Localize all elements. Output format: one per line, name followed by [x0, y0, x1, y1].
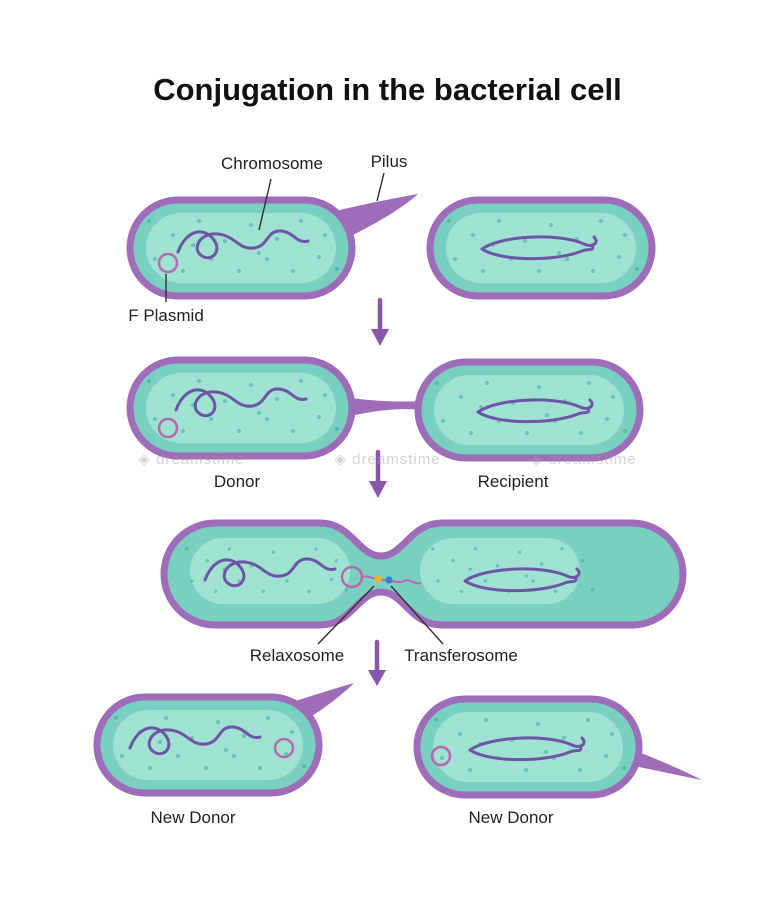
pilus-shape [332, 194, 418, 244]
f-plasmid-circle [157, 417, 179, 439]
chromosome-leader-line [258, 178, 272, 231]
pilus-leader-line [376, 172, 385, 202]
chromosome-label: Chromosome [220, 154, 324, 173]
f-plasmid-label: F Plasmid [128, 306, 204, 325]
transferosome-leader-line [390, 585, 444, 645]
plasmid-strand [361, 575, 422, 585]
f-plasmid-circle [273, 737, 295, 759]
new-donor-left-label: New Donor [150, 808, 236, 827]
relaxosome-dot [374, 575, 382, 583]
page-title: Conjugation in the bacterial cell [153, 72, 622, 107]
stage-2 [130, 360, 640, 458]
stage-1 [130, 172, 652, 302]
f-plasmid-circle [157, 252, 179, 274]
transferosome-label: Transferosome [404, 646, 518, 665]
relaxosome-leader-line [317, 585, 375, 645]
transferosome-dot [385, 576, 393, 584]
donor-cell-body [130, 200, 352, 296]
pilus-label: Pilus [370, 152, 408, 171]
pilus-bridge-shape [350, 398, 427, 416]
stage-3 [160, 519, 687, 645]
down-arrow-3 [368, 639, 386, 686]
f-plasmid-circle [430, 745, 452, 767]
stage-4 [97, 683, 702, 795]
recipient-label: Recipient [477, 472, 549, 491]
new-donor-right-label: New Donor [468, 808, 554, 827]
recipient-cell-body [430, 200, 652, 296]
fused-left-inner [190, 538, 350, 604]
new-donor-right-cell-body [417, 699, 639, 795]
recipient-cell-body [418, 362, 640, 458]
donor-label: Donor [213, 472, 261, 491]
down-arrow-2 [369, 449, 387, 498]
pilus-shape [624, 747, 702, 780]
down-arrow-1 [371, 297, 389, 346]
relaxosome-label: Relaxosome [249, 646, 345, 665]
donor-cell-body [130, 360, 352, 456]
